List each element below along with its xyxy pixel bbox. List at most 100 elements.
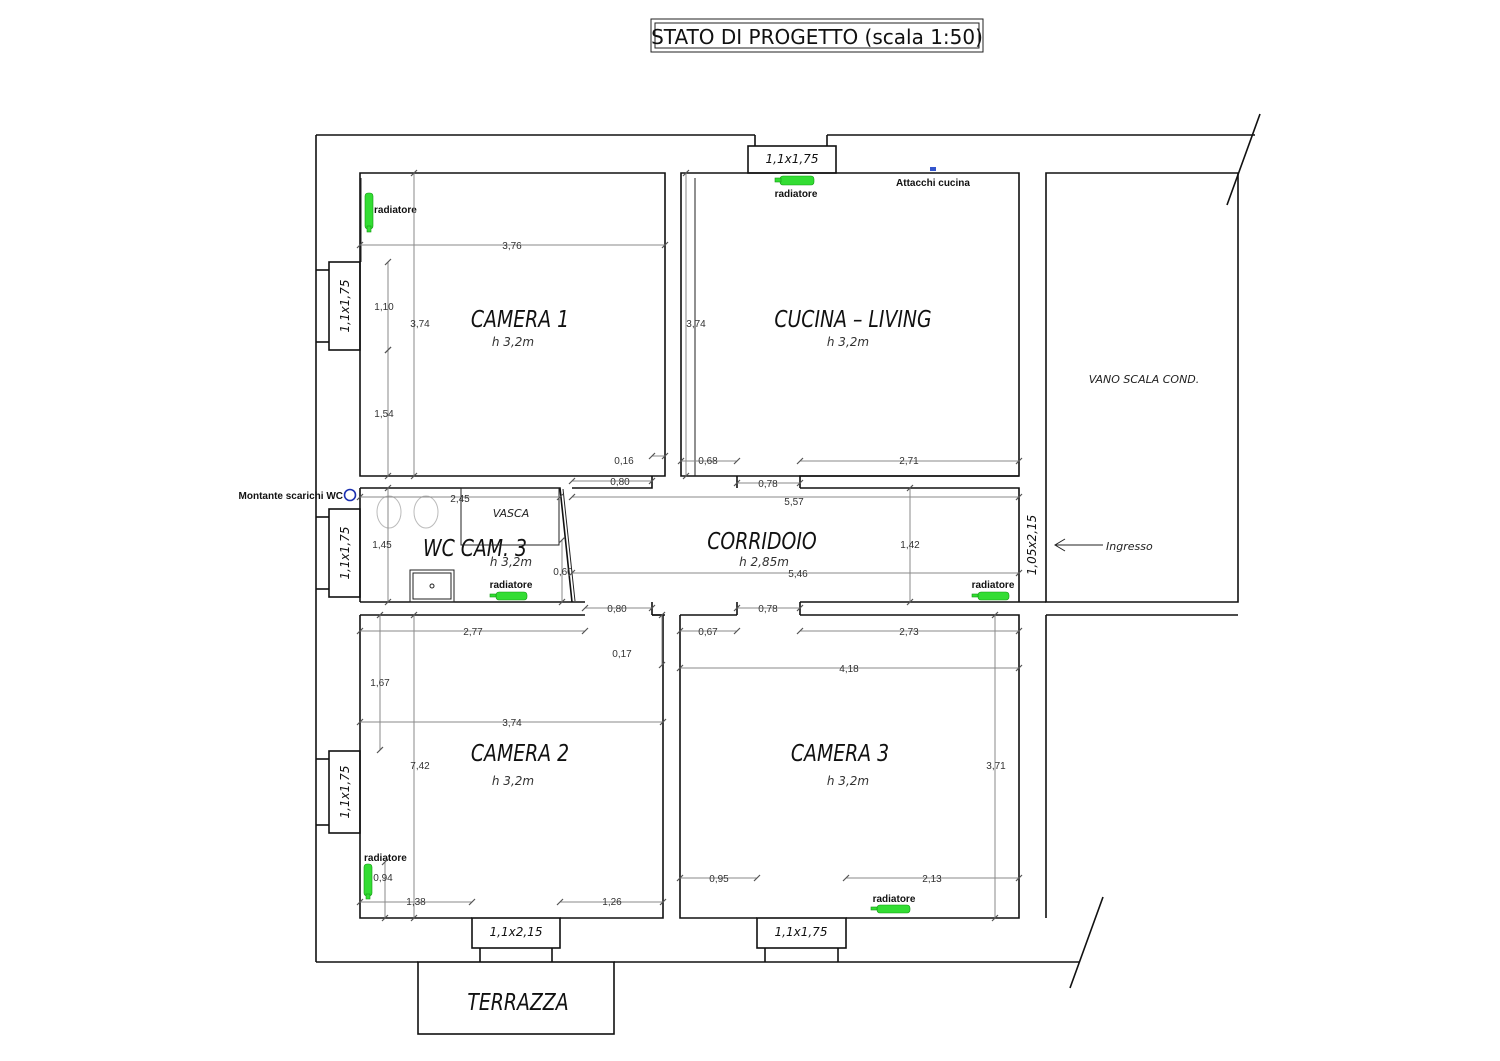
wc-label: WC CAM. 3 (423, 534, 527, 561)
dimension-tick (659, 718, 667, 726)
camera1-height: h 3,2m (492, 335, 534, 349)
dim-label: 0,78 (758, 604, 778, 615)
radiator-icon (489, 591, 528, 601)
dim-label: 0,67 (698, 627, 718, 638)
dimension-tick (648, 604, 656, 612)
ingresso-door-label: 1,05x2,15 (1025, 515, 1039, 576)
dimension-tick (1015, 874, 1023, 882)
dimension-tick (659, 898, 667, 906)
radiator-icon (971, 591, 1010, 601)
plan-title: STATO DI PROGETTO (scala 1:50) (651, 25, 983, 49)
dimension-tick (410, 914, 418, 922)
dim-label: 3,74 (686, 319, 706, 330)
camera2-label: CAMERA 2 (471, 739, 569, 766)
dim-label: 0,78 (758, 479, 778, 490)
radiatore-label-cucina: radiatore (775, 189, 818, 200)
cucina-label: CUCINA – LIVING (774, 305, 931, 332)
dim-label: 4,18 (839, 664, 859, 675)
dim-label: 3,76 (502, 241, 522, 252)
window-left-wc-label: 1,1x1,75 (338, 527, 352, 580)
dimension-tick (356, 241, 364, 249)
dimension-tick (1015, 493, 1023, 501)
dim-label: 0,60 (553, 567, 573, 578)
window-bottom-camera3 (756, 917, 847, 962)
dim-label: 1,26 (602, 897, 622, 908)
vano-scala-label: VANO SCALA COND. (1089, 373, 1200, 386)
dimension-tick (468, 898, 476, 906)
room-camera1 (359, 172, 666, 477)
dimension-tick (384, 484, 392, 492)
dimension-tick (356, 627, 364, 635)
dimension-tick (906, 484, 914, 492)
window-left-camera2 (316, 750, 361, 834)
dim-label: 1,42 (900, 540, 920, 551)
dimension-tick (733, 479, 741, 487)
outer-walls (315, 113, 1261, 989)
dimension-tick (556, 493, 564, 501)
dimension-tick (658, 611, 666, 619)
dimension-tick (384, 346, 392, 354)
room-camera3 (679, 614, 1020, 919)
dimension-tick (558, 598, 566, 606)
window-top-cucina-label: 1,1x1,75 (766, 152, 819, 166)
radiatore-label-camera1: radiatore (374, 205, 417, 216)
window-bottom-camera2-label: 1,1x2,15 (490, 925, 543, 939)
title-frame (650, 18, 984, 53)
dimension-tick (733, 604, 741, 612)
cucina-height: h 3,2m (827, 335, 869, 349)
dimension-tick (677, 457, 685, 465)
window-left-wc (316, 508, 361, 598)
corridoio-height: h 2,85m (739, 555, 789, 569)
dim-label: 5,57 (784, 497, 804, 508)
dimension-tick (658, 661, 666, 669)
dimension-tick (753, 874, 761, 882)
dimension-tick (356, 718, 364, 726)
dim-label: 5,46 (788, 569, 808, 580)
dimension-tick (381, 858, 389, 866)
vasca-label: VASCA (493, 507, 530, 520)
dim-label: 1,10 (374, 302, 394, 313)
dimension-tick (410, 472, 418, 480)
dim-label: 0,68 (698, 456, 718, 467)
toilet-icons (376, 495, 439, 529)
window-top-cucina (747, 135, 837, 174)
dimension-tick (384, 472, 392, 480)
camera1-label: CAMERA 1 (471, 305, 569, 332)
dim-label: 2,45 (450, 494, 470, 505)
dimension-tick (556, 898, 564, 906)
dimension-tick (568, 493, 576, 501)
window-bottom-camera2 (471, 917, 561, 962)
dim-label: 2,73 (899, 627, 919, 638)
dimension-tick (356, 898, 364, 906)
dimension-tick (648, 452, 656, 460)
dimension-tick (581, 627, 589, 635)
dimension-tick (568, 569, 576, 577)
dimension-tick (1015, 569, 1023, 577)
dim-label: 3,71 (986, 761, 1006, 772)
dim-label: 7,42 (410, 761, 430, 772)
dimension-tick (676, 627, 684, 635)
dimension-tick (796, 627, 804, 635)
montante-label: Montante scarichi WC (239, 491, 343, 502)
dimension-tick (991, 914, 999, 922)
title-frame-inner (654, 22, 980, 49)
dimension-tick (648, 477, 656, 485)
dimension-tick (733, 627, 741, 635)
bathtub (460, 487, 560, 546)
dimension-tick (1015, 627, 1023, 635)
dimension-tick (568, 477, 576, 485)
dimension-tick (906, 598, 914, 606)
dimension-tick (733, 457, 741, 465)
dim-label: 3,74 (502, 718, 522, 729)
dimension-tick (682, 169, 690, 177)
wc-height: h 3,2m (490, 555, 532, 569)
window-left-camera2-label: 1,1x1,75 (338, 766, 352, 819)
ingresso-arrow-icon (1054, 538, 1103, 552)
window-left-camera1 (316, 261, 361, 351)
dim-label: 0,16 (614, 456, 634, 467)
dimension-tick (376, 611, 384, 619)
dimension-tick (661, 452, 669, 460)
dimension-tick (410, 611, 418, 619)
dim-label: 1,67 (370, 678, 390, 689)
